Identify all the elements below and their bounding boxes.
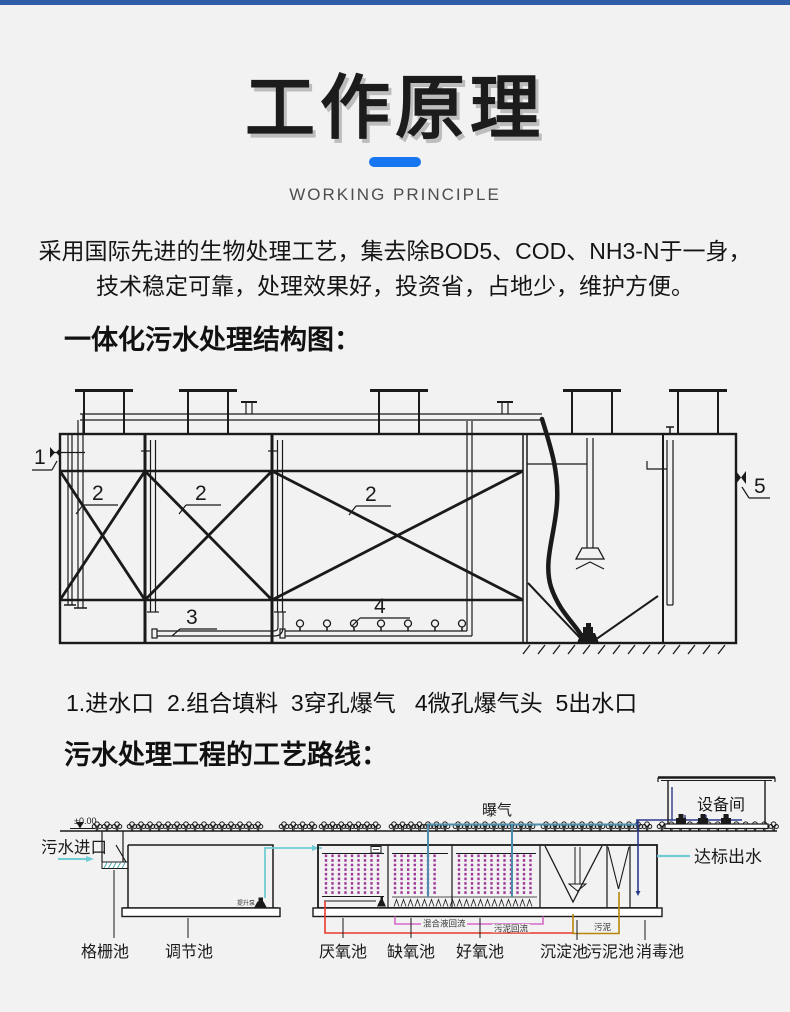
media-labels: 2 2 2 <box>75 482 391 516</box>
inlet-label: 污水进口 <box>41 838 107 862</box>
aeration-text: 曝气 <box>482 802 512 819</box>
title-accent-pill <box>369 157 421 167</box>
mixed-return-text: 混合液回流 <box>423 919 466 929</box>
page-subtitle: WORKING PRINCIPLE <box>289 185 501 204</box>
return-lines: 混合液回流 污泥回流 污泥 <box>324 892 620 935</box>
diffuser-heads <box>295 619 467 631</box>
intro-line-1: 采用国际先进的生物处理工艺，集去除BOD5、COD、NH3-N于一身， <box>38 238 752 264</box>
top-air-pipe <box>64 401 542 609</box>
label-anaerobic-tank: 厌氧池 <box>319 943 367 961</box>
sludge-return-text: 污泥回流 <box>494 924 529 934</box>
blower-icons <box>676 814 731 824</box>
num-5: 5 <box>754 475 766 498</box>
aeration-pipes: 曝气 <box>427 787 742 897</box>
level-mark-text: ±0.00 <box>74 816 96 826</box>
tank-labels: 格栅池 调节池 厌氧池 缺氧池 好氧池 沉淀池 污泥池 消毒池 <box>81 943 684 961</box>
structure-caption: 1.进水口 2.组合填料 3穿孔爆气 4微孔爆气头 5出水口 <box>66 690 638 716</box>
label-disinfection-tank: 消毒池 <box>636 943 684 961</box>
tank-outline <box>58 432 738 645</box>
label-leaders <box>113 870 646 940</box>
outlet-label: 达标出水 <box>657 848 762 867</box>
page-title: 工作原理 <box>245 69 545 147</box>
num-2a: 2 <box>92 482 104 505</box>
top-accent-bar <box>0 0 790 5</box>
intro-paragraph: 采用国际先进的生物处理工艺，集去除BOD5、COD、NH3-N于一身， 技术稳定… <box>0 234 790 304</box>
media-zone-braces <box>58 469 524 602</box>
diffuser-pipe: 4 <box>279 421 473 639</box>
inlet-port-label: 1 <box>32 446 61 471</box>
partition-walls <box>143 434 664 643</box>
process-diagram: ±0.00 污水进口 提升泵 <box>41 776 779 961</box>
lift-pipe <box>264 847 322 898</box>
label-sedimentation-tank: 沉淀池 <box>540 943 588 961</box>
right-standpipe <box>646 426 674 606</box>
clarifier-funnel <box>544 845 630 904</box>
top-vent-stubs <box>75 389 727 434</box>
sludge-hose-pump <box>539 416 599 643</box>
num-1: 1 <box>34 446 46 469</box>
lift-pump-text: 提升泵 <box>237 899 255 907</box>
grid-tank <box>101 831 129 869</box>
outlet-valve-icon <box>736 471 741 484</box>
label-sludge-tank: 污泥池 <box>586 943 634 961</box>
bio-tank <box>312 844 663 918</box>
level-mark: ±0.00 <box>70 816 96 829</box>
lift-pump: 提升泵 <box>237 845 322 908</box>
num-2b: 2 <box>195 482 207 505</box>
label-anoxic-tank: 缺氧池 <box>387 943 435 961</box>
inner-drop-pipes <box>50 440 286 613</box>
equipment-room: 设备间 <box>657 776 776 830</box>
structure-heading: 一体化污水处理结构图： <box>64 325 361 355</box>
sludge-hopper <box>527 582 659 641</box>
process-heading: 污水处理工程的工艺路线： <box>64 740 388 770</box>
outlet-port-label: 5 <box>736 471 770 499</box>
sludge-text: 污泥 <box>594 922 612 932</box>
num-4: 4 <box>374 595 386 618</box>
funnel-assembly <box>527 438 606 570</box>
intro-line-2: 技术稳定可靠，处理效果好，投资省，占地少，维护方便。 <box>96 273 694 299</box>
inlet-valve-icon <box>50 447 55 458</box>
equipment-room-text: 设备间 <box>697 796 745 814</box>
label-equalization-tank: 调节池 <box>165 943 213 961</box>
fine-bubble-diffusers <box>393 898 533 907</box>
structure-diagram: 1 2 2 2 3 4 <box>32 389 770 655</box>
label-grid-tank: 格栅池 <box>81 943 129 961</box>
num-2c: 2 <box>365 483 377 506</box>
perforated-aeration-pipe: 3 <box>151 606 284 639</box>
inlet-text: 污水进口 <box>41 838 107 857</box>
num-3: 3 <box>186 606 198 629</box>
label-aerobic-tank: 好氧池 <box>456 943 504 961</box>
ground-hatch <box>522 644 726 655</box>
equalization-tank <box>121 844 281 918</box>
outlet-text: 达标出水 <box>694 848 762 867</box>
